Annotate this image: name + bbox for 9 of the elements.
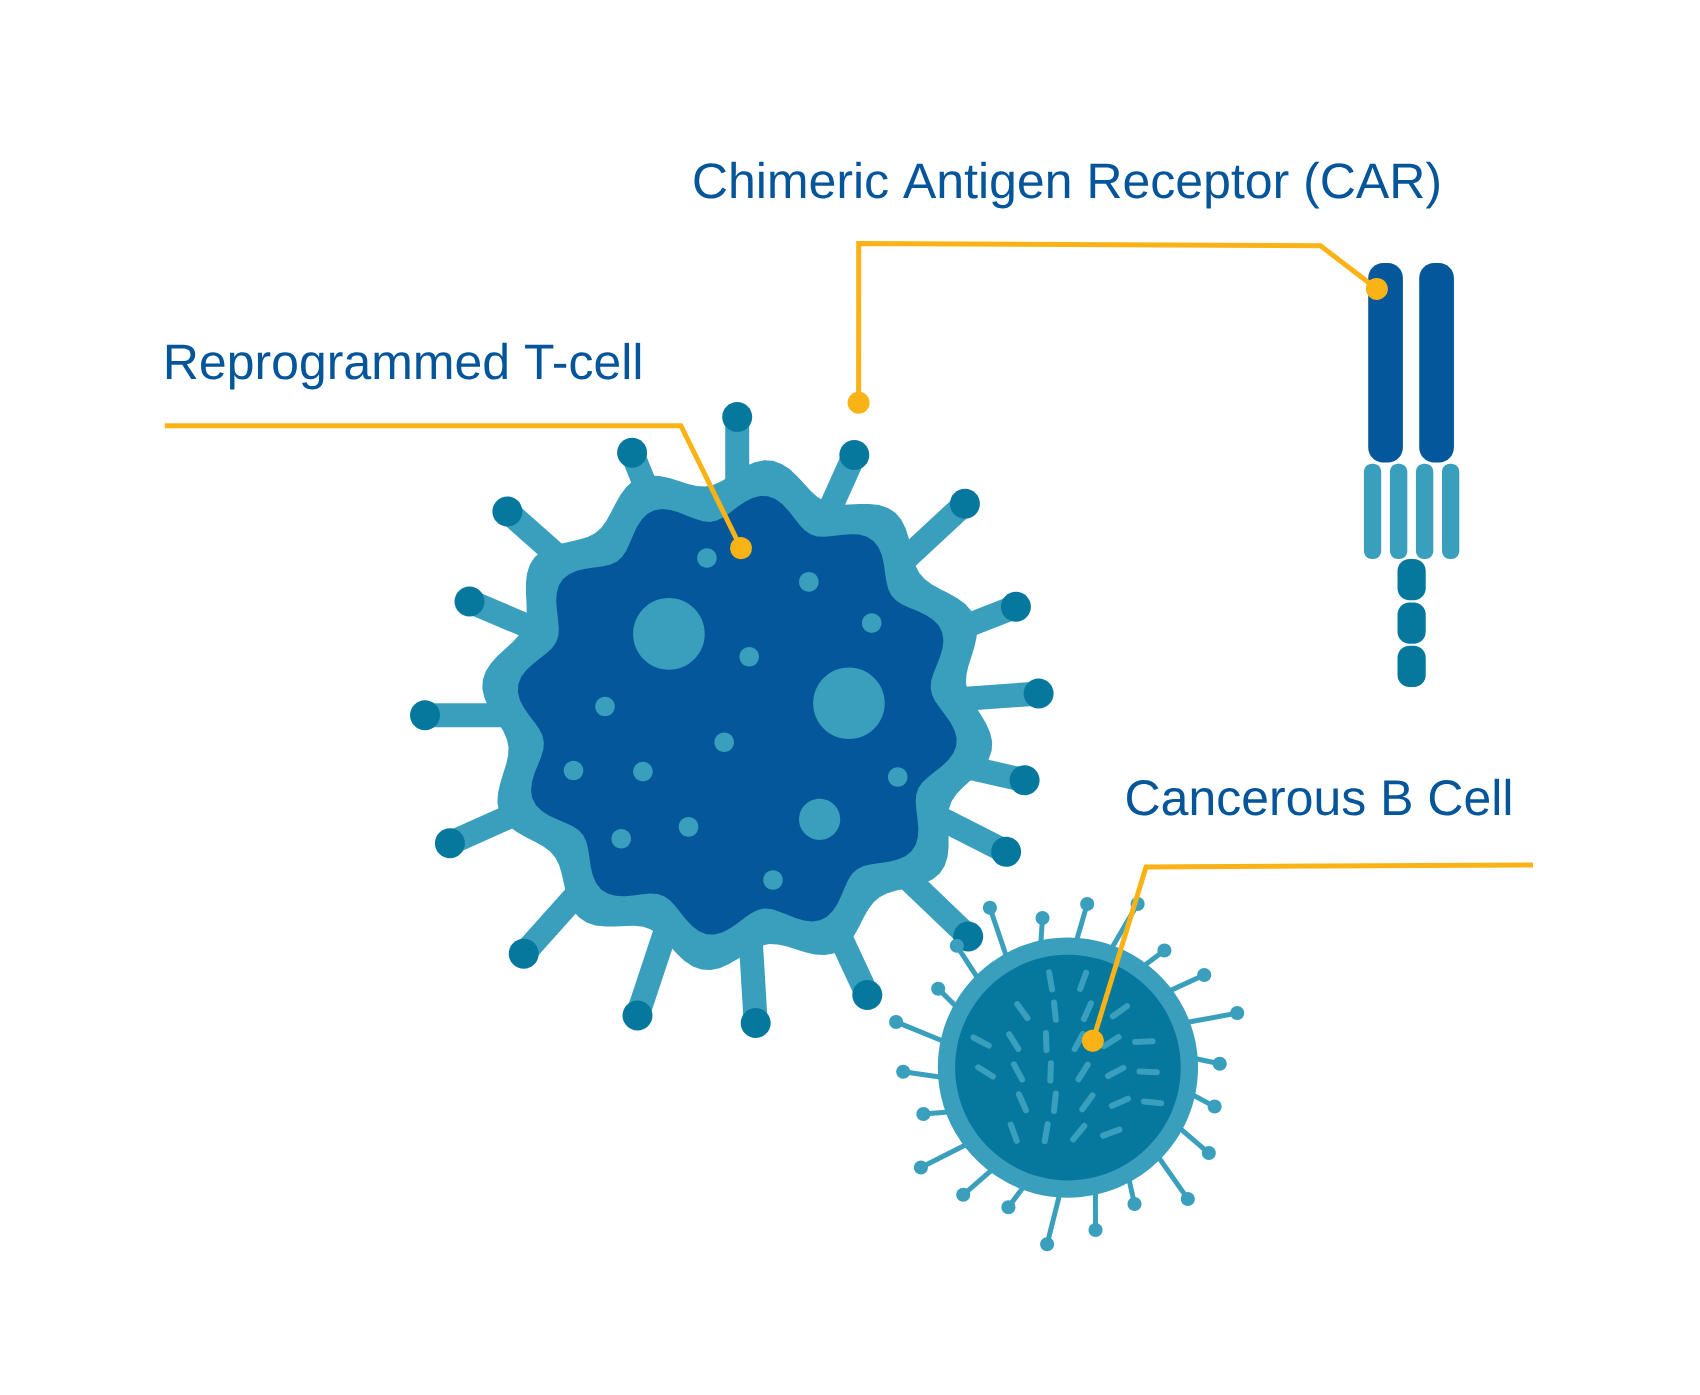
receptor-drawing (1363, 263, 1460, 687)
leader-line (164, 423, 753, 560)
callout-label: Cancerous B Cell (1127, 778, 1511, 816)
leader-line (1081, 862, 1534, 1052)
callout-label: Reprogrammed T-cell (166, 342, 641, 390)
t-cell-drawing (410, 402, 1054, 1039)
b-cell-drawing (889, 896, 1245, 1252)
edge-label: Chimeric Antigen Receptor (CAR) (694, 161, 1439, 209)
leader-line (847, 241, 1388, 414)
